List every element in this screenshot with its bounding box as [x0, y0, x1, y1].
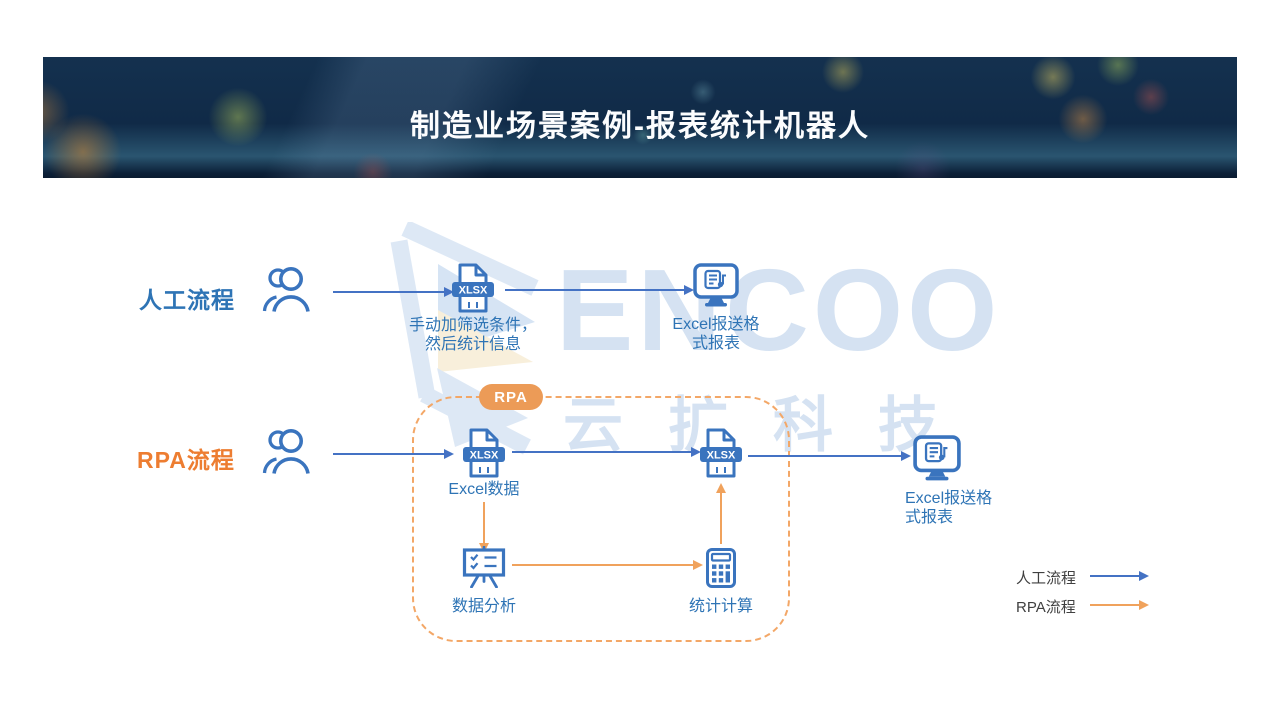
arrow-analysis-to-calc — [512, 560, 703, 570]
legend-manual-label: 人工流程 — [1016, 570, 1077, 587]
rpa-input-xlsx-file-icon: XLSX — [463, 428, 505, 478]
rpa-people-icon — [262, 429, 310, 474]
rpa-badge: RPA — [479, 384, 543, 410]
manual-flow-label: 人工流程 — [139, 287, 235, 313]
manual-xlsx-file-icon: XLSX — [452, 263, 494, 313]
arrow-calc-to-xlsx — [716, 483, 726, 544]
rpa-report-monitor-icon — [913, 435, 961, 481]
header-banner: 制造业场景案例-报表统计机器人 — [43, 57, 1237, 178]
slide-title: 制造业场景案例-报表统计机器人 — [410, 110, 870, 143]
legend-rpa-arrow-icon — [1090, 600, 1149, 610]
manual-report-monitor-icon — [693, 263, 739, 307]
rpa-dashed-container — [412, 396, 790, 642]
rpa-output-xlsx-file-icon: XLSX — [700, 428, 742, 478]
rpa-flow-label: RPA流程 — [137, 447, 235, 473]
manual-people-icon — [262, 267, 310, 312]
calc-caption: 统计计算 — [688, 598, 753, 615]
rpa-excel-data-caption: Excel数据 — [448, 481, 520, 498]
arrow-manual-person-to-xlsx — [333, 287, 454, 297]
arrow-rpa-xlsx-to-report — [748, 451, 911, 461]
arrow-rpa-xlsx-to-xlsx — [512, 447, 701, 457]
manual-filter-caption: 手动加筛选条件， 然后统计信息 — [408, 317, 537, 353]
xlsx-badge-text: XLSX — [459, 285, 488, 297]
xlsx-badge-text: XLSX — [470, 450, 499, 462]
calculator-icon — [706, 548, 736, 588]
data-analysis-caption: 数据分析 — [451, 598, 516, 615]
arrow-manual-xlsx-to-report — [505, 285, 694, 295]
manual-report-caption: Excel报送格 式报表 — [672, 316, 760, 352]
data-analysis-board-icon — [462, 546, 506, 588]
xlsx-badge-text: XLSX — [707, 450, 736, 462]
legend-rpa-label: RPA流程 — [1016, 599, 1076, 616]
arrow-rpa-person-to-xlsx — [333, 449, 454, 459]
arrow-rpa-data-to-analysis — [479, 502, 489, 553]
legend-manual-arrow-icon — [1090, 571, 1149, 581]
rpa-report-caption: Excel报送格 式报表 — [905, 490, 993, 526]
